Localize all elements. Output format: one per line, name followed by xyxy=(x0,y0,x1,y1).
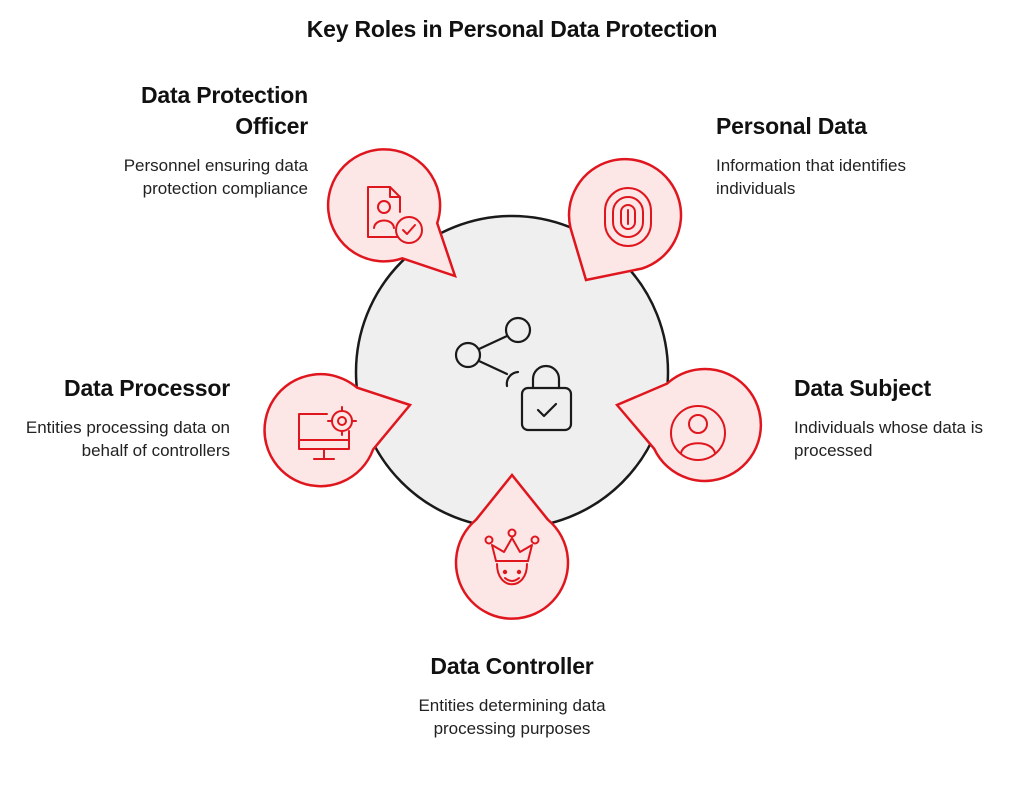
document-user-check-icon xyxy=(367,186,423,244)
role-heading-personal-data: Personal Data xyxy=(716,113,867,139)
label-dpo: Data Protection Officer Personnel ensuri… xyxy=(78,80,308,200)
crown-face-icon xyxy=(484,528,540,586)
role-description-dpo: Personnel ensuring data protection compl… xyxy=(123,156,308,198)
user-circle-icon xyxy=(670,405,726,461)
share-lock-icon xyxy=(454,316,573,432)
label-personal-data: Personal Data Information that identifie… xyxy=(716,111,946,200)
label-data-subject: Data Subject Individuals whose data is p… xyxy=(794,373,1009,462)
role-description-personal-data: Information that identifies individuals xyxy=(716,156,906,198)
petal-data-controller xyxy=(454,473,570,620)
label-data-controller: Data Controller Entities determining dat… xyxy=(392,651,632,740)
role-heading-data-controller: Data Controller xyxy=(430,653,594,679)
role-description-data-subject: Individuals whose data is processed xyxy=(794,418,984,460)
role-description-data-processor: Entities processing data on behalf of co… xyxy=(25,418,230,460)
petal-personal-data xyxy=(567,157,683,282)
role-description-data-controller: Entities determining data processing pur… xyxy=(418,696,606,738)
fingerprint-icon xyxy=(604,187,652,247)
role-heading-data-subject: Data Subject xyxy=(794,375,931,401)
diagram-title: Key Roles in Personal Data Protection xyxy=(306,16,718,42)
monitor-gear-icon xyxy=(298,406,357,460)
petal-dpo xyxy=(326,148,457,278)
label-data-processor: Data Processor Entities processing data … xyxy=(15,373,230,462)
petal-data-subject xyxy=(614,367,763,483)
petal-data-processor xyxy=(263,372,413,488)
role-heading-data-processor: Data Processor xyxy=(64,375,230,401)
role-heading-dpo: Data Protection Officer xyxy=(141,82,308,139)
